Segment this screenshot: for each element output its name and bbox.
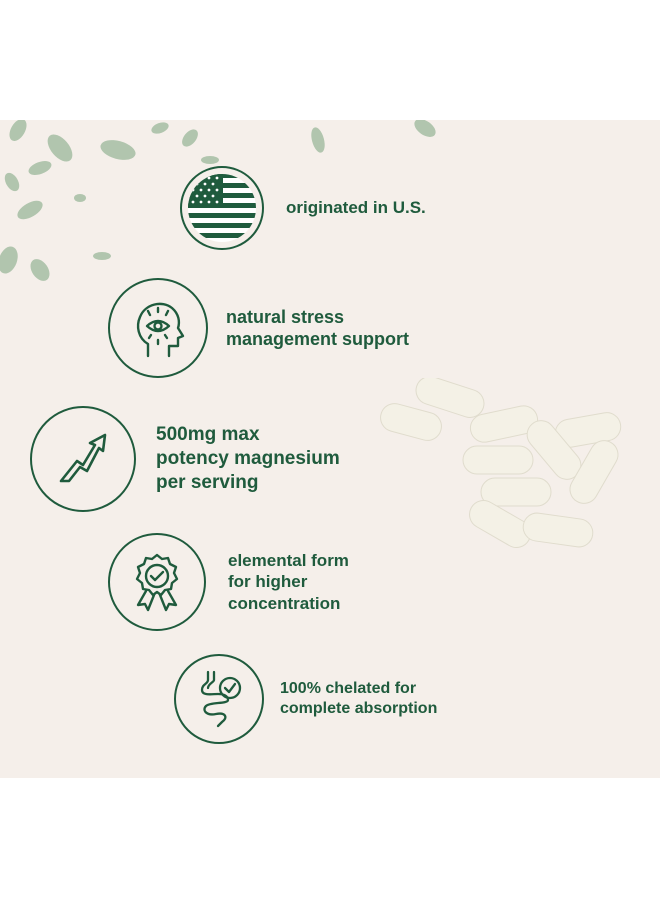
feature-origin: originated in U.S. [180, 166, 426, 250]
feature-potency-text: 500mg max potency magnesium per serving [156, 424, 340, 493]
capsules-image [380, 378, 622, 548]
feature-stress-text: natural stress management support [226, 306, 410, 350]
head-eye-icon [108, 278, 208, 378]
feature-elemental: elemental form for higher concentration [108, 533, 349, 631]
us-flag-icon [180, 166, 264, 250]
feature-stress: natural stress management support [108, 278, 409, 378]
feature-elemental-text: elemental form for higher concentration [228, 551, 349, 613]
feature-potency: 500mg max potency magnesium per serving [30, 406, 340, 512]
rising-arrow-icon [30, 406, 136, 512]
digestive-check-icon [174, 654, 264, 744]
award-check-icon [108, 533, 206, 631]
feature-chelated-text: 100% chelated for complete absorption [280, 680, 438, 717]
leaves-decoration [0, 120, 436, 281]
product-feature-panel: originated in U.S. natural stress manage… [0, 120, 660, 778]
feature-origin-text: originated in U.S. [286, 198, 426, 218]
feature-chelated: 100% chelated for complete absorption [174, 654, 437, 744]
